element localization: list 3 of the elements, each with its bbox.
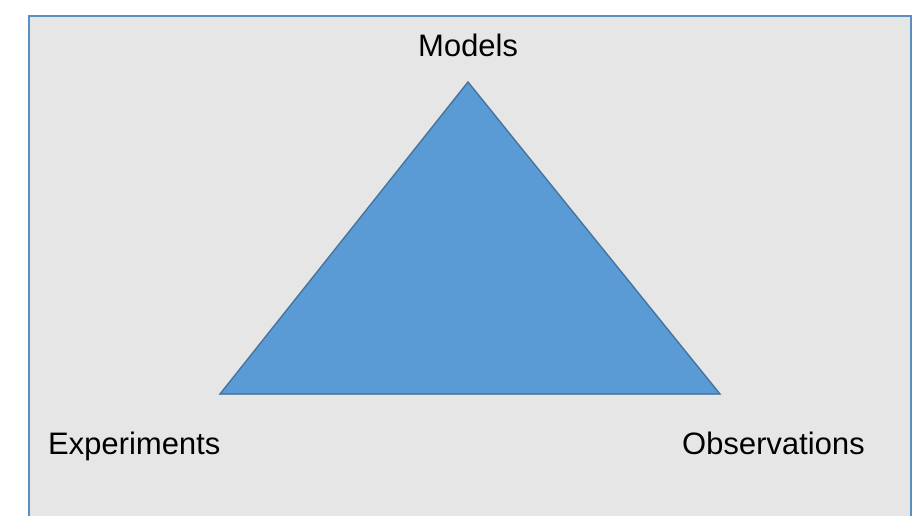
vertex-label: Observations [682,428,865,459]
vertex-label: Experiments [48,428,220,459]
vertex-label: Models [418,30,518,61]
